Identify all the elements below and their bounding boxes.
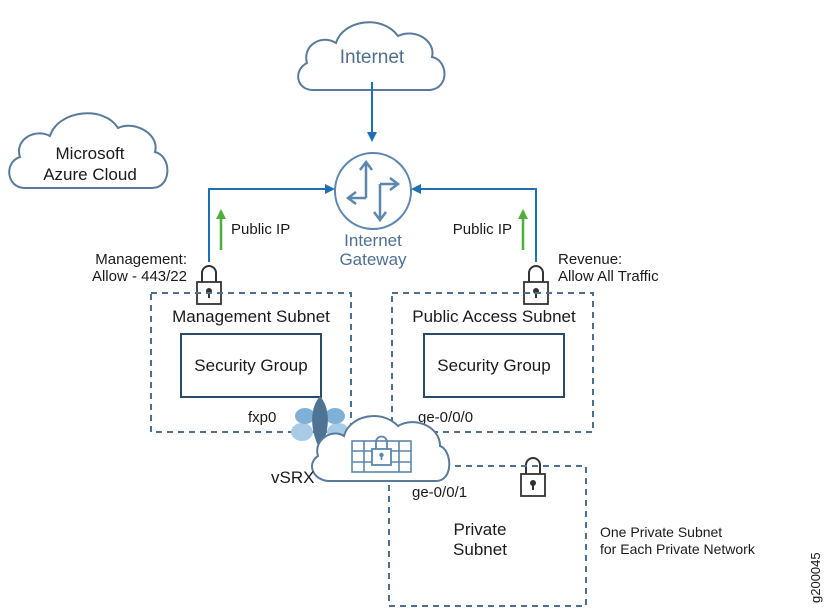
gateway-label-line2: Gateway xyxy=(339,250,407,269)
figure-id-label: g200045 xyxy=(808,552,823,603)
private-subnet-label-line1: Private xyxy=(454,520,507,539)
management-subnet-title: Management Subnet xyxy=(172,307,330,326)
vsrx-label: vSRX xyxy=(271,468,314,487)
gateway-label-line1: Internet xyxy=(344,231,402,250)
vsrx-cloud-icon xyxy=(311,415,451,482)
public-security-group-box xyxy=(423,333,565,398)
management-lock-icon xyxy=(196,265,222,305)
private-subnet-label-line2: Subnet xyxy=(453,540,507,559)
public-access-subnet-title: Public Access Subnet xyxy=(412,307,576,326)
management-security-group-box xyxy=(180,333,322,398)
azure-label-line2: Azure Cloud xyxy=(43,165,137,184)
public-security-group-label: Security Group xyxy=(437,356,550,375)
revenue-rule-line2: Allow All Traffic xyxy=(558,268,659,285)
management-subnet-box xyxy=(150,292,352,433)
internet-gateway-icon xyxy=(334,152,412,230)
azure-label-line1: Microsoft xyxy=(56,144,125,163)
private-subnet-box xyxy=(388,465,587,607)
ge-0-0-1-interface-label: ge-0/0/1 xyxy=(412,484,467,501)
internet-cloud-icon xyxy=(297,21,446,91)
revenue-lock-icon xyxy=(523,265,549,305)
management-rule-line2: Allow - 443/22 xyxy=(92,268,187,285)
management-rule-line1: Management: xyxy=(95,251,187,268)
right-public-ip-label: Public IP xyxy=(453,221,512,238)
left-public-ip-label: Public IP xyxy=(231,221,290,238)
private-subnet-note-line1: One Private Subnet xyxy=(600,524,722,540)
ge-0-0-0-interface-label: ge-0/0/0 xyxy=(418,409,473,426)
public-to-gateway-arrow xyxy=(411,184,537,262)
management-security-group-label: Security Group xyxy=(194,356,307,375)
revenue-rule-line1: Revenue: xyxy=(558,251,622,268)
private-lock-icon xyxy=(520,457,546,497)
management-to-gateway-arrow xyxy=(208,184,335,262)
internet-label: Internet xyxy=(340,47,405,68)
public-access-subnet-box xyxy=(391,292,594,433)
fxp0-interface-label: fxp0 xyxy=(248,409,276,426)
private-subnet-note-line2: for Each Private Network xyxy=(600,541,756,557)
azure-cloud-icon xyxy=(8,112,169,189)
